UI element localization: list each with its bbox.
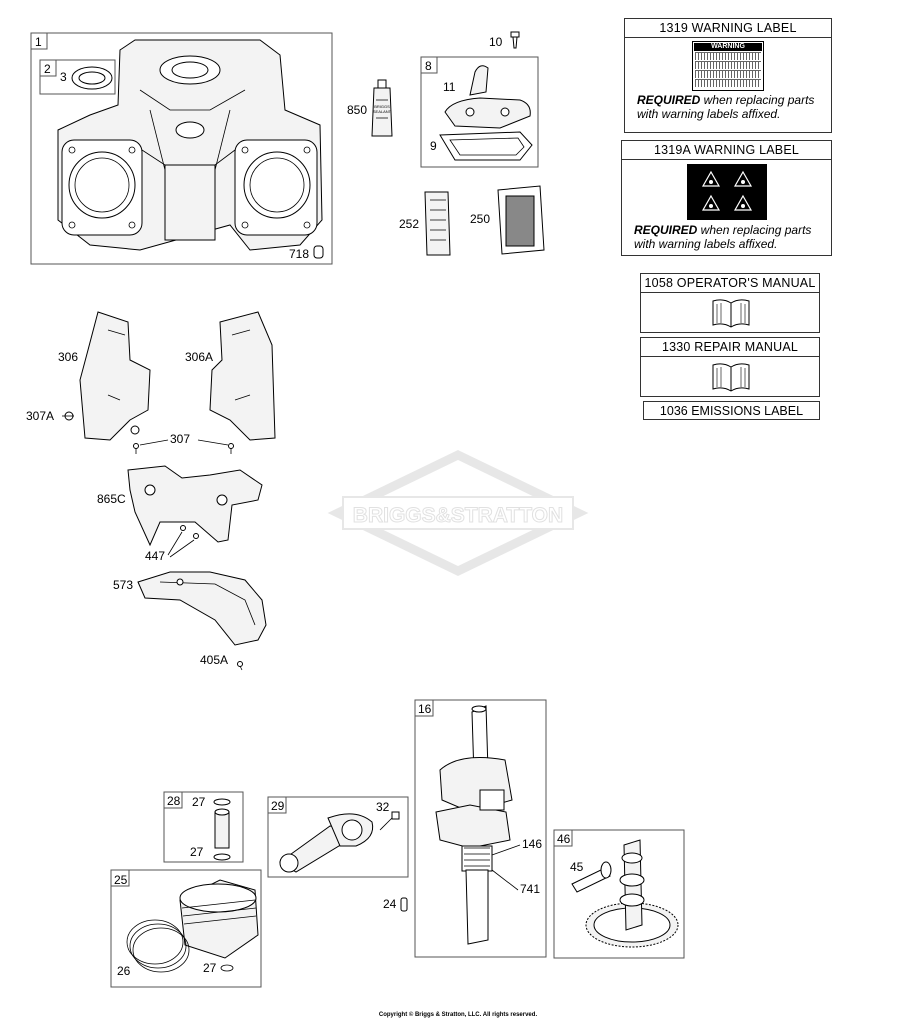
box-1-number: 1 — [35, 35, 42, 49]
callout-27-top: 27 — [192, 795, 206, 809]
callout-573: 573 — [113, 578, 133, 592]
piston — [179, 879, 259, 959]
req-text-1319A: when replacing parts — [697, 223, 812, 237]
callout-306A: 306A — [185, 350, 213, 364]
callout-27-bottom: 27 — [190, 845, 204, 859]
box-2-number: 2 — [44, 62, 51, 76]
callout-27-lock: 27 — [203, 961, 217, 975]
warning-label-1319A-card: 1319A WARNING LABEL REQUIRED when replac… — [621, 140, 832, 256]
repair-manual-card: 1330 REPAIR MANUAL — [640, 337, 820, 397]
warning-label-1319-card: 1319 WARNING LABEL WARNING REQUIRED when… — [624, 18, 832, 133]
box-46-frame — [553, 829, 685, 959]
callout-26: 26 — [117, 964, 131, 978]
filter-252 — [424, 191, 451, 256]
baffle-865C — [127, 465, 263, 547]
screw-307A — [62, 411, 74, 421]
filter-250 — [497, 185, 545, 255]
sealant-tube-850 — [371, 79, 393, 137]
box-25-frame — [110, 869, 262, 988]
warning-pictograms-icon — [701, 170, 752, 211]
circlip-27 — [220, 964, 234, 972]
callout-24: 24 — [383, 897, 397, 911]
governor-shaft-45 — [571, 861, 612, 893]
req-text-1319: when replacing parts — [700, 93, 815, 107]
book-icon — [712, 299, 750, 328]
operators-manual-card: 1058 OPERATOR'S MANUAL — [640, 273, 820, 333]
gasket-ring-3 — [71, 66, 113, 90]
callout-32: 32 — [376, 800, 390, 814]
sealant-tube-text: BRIGGS — [374, 104, 390, 109]
callout-11: 11 — [443, 80, 456, 94]
operators-manual-title: 1058 OPERATOR'S MANUAL — [641, 274, 819, 293]
screw-447-a — [180, 525, 186, 531]
callout-447: 447 — [145, 549, 165, 563]
box-25-number: 25 — [114, 873, 128, 887]
piston-pin — [213, 798, 231, 861]
callout-405A: 405A — [200, 653, 228, 667]
camshaft-gear — [585, 839, 679, 948]
callout-252: 252 — [399, 217, 419, 231]
sealant-tube-text: SEALANT — [373, 109, 392, 114]
breather-gasket-9 — [439, 131, 533, 161]
screw-10 — [510, 31, 520, 49]
callout-307: 307 — [170, 432, 190, 446]
plug-718 — [313, 245, 324, 259]
warning-sticker-1319: WARNING — [692, 41, 764, 91]
box-1-frame — [30, 32, 333, 265]
box-46-number: 46 — [557, 832, 571, 846]
cylinder-block — [57, 39, 323, 251]
box-16-frame — [414, 699, 547, 958]
warning-label-1319A-title: 1319A WARNING LABEL — [622, 141, 831, 160]
screw-307-left — [133, 443, 139, 454]
box-28-number: 28 — [167, 794, 181, 808]
box-28-frame — [163, 791, 244, 863]
callout-307A: 307A — [26, 409, 54, 423]
screw-307-right — [228, 443, 234, 454]
callout-718: 718 — [289, 247, 309, 261]
callout-9: 9 — [430, 139, 437, 153]
book-icon — [712, 363, 750, 392]
watermark-text: BRIGGS&STRATTON — [353, 504, 563, 527]
breather-cover — [444, 97, 531, 129]
callout-865C: 865C — [97, 492, 126, 506]
box-29-frame — [267, 796, 409, 878]
box-2-frame — [39, 59, 116, 95]
screw-405A — [237, 661, 243, 671]
breather-tube-11 — [469, 65, 489, 96]
req-line2-1319A: with warning labels affixed. — [634, 237, 778, 251]
req-bold-1319A: REQUIRED — [634, 223, 698, 237]
callout-306: 306 — [58, 350, 78, 364]
backplate-573 — [137, 571, 267, 646]
warning-label-1319-title: 1319 WARNING LABEL — [625, 19, 831, 38]
rod-bolt-32 — [379, 811, 400, 831]
req-line2-1319: with warning labels affixed. — [637, 107, 781, 121]
callout-3: 3 — [60, 70, 67, 84]
key-24 — [400, 897, 408, 912]
box-29-number: 29 — [271, 799, 285, 813]
callout-741: 741 — [520, 882, 540, 896]
box-16-number: 16 — [418, 702, 432, 716]
warning-sticker-1319A — [686, 164, 767, 220]
box-8-frame — [420, 56, 539, 168]
piston-rings — [126, 919, 190, 973]
callout-850: 850 — [347, 103, 367, 117]
callout-146: 146 — [522, 837, 542, 851]
crankshaft — [435, 705, 513, 945]
callout-45: 45 — [570, 860, 584, 874]
shroud-306A — [209, 311, 276, 441]
callout-10: 10 — [489, 35, 503, 49]
emissions-label-card: 1036 EMISSIONS LABEL — [643, 401, 820, 420]
watermark-logo: BRIGGS&STRATTON — [327, 450, 589, 576]
shroud-306 — [79, 311, 151, 441]
emissions-label-title: 1036 EMISSIONS LABEL — [659, 404, 804, 418]
screw-447-b — [193, 533, 199, 539]
repair-manual-title: 1330 REPAIR MANUAL — [641, 338, 819, 357]
sticker-header: WARNING — [694, 43, 762, 51]
box-8-number: 8 — [425, 59, 432, 73]
copyright-footer: Copyright © Briggs & Stratton, LLC. All … — [378, 1012, 538, 1018]
req-bold-1319: REQUIRED — [637, 93, 701, 107]
callout-250: 250 — [470, 212, 490, 226]
connecting-rod — [279, 813, 374, 873]
